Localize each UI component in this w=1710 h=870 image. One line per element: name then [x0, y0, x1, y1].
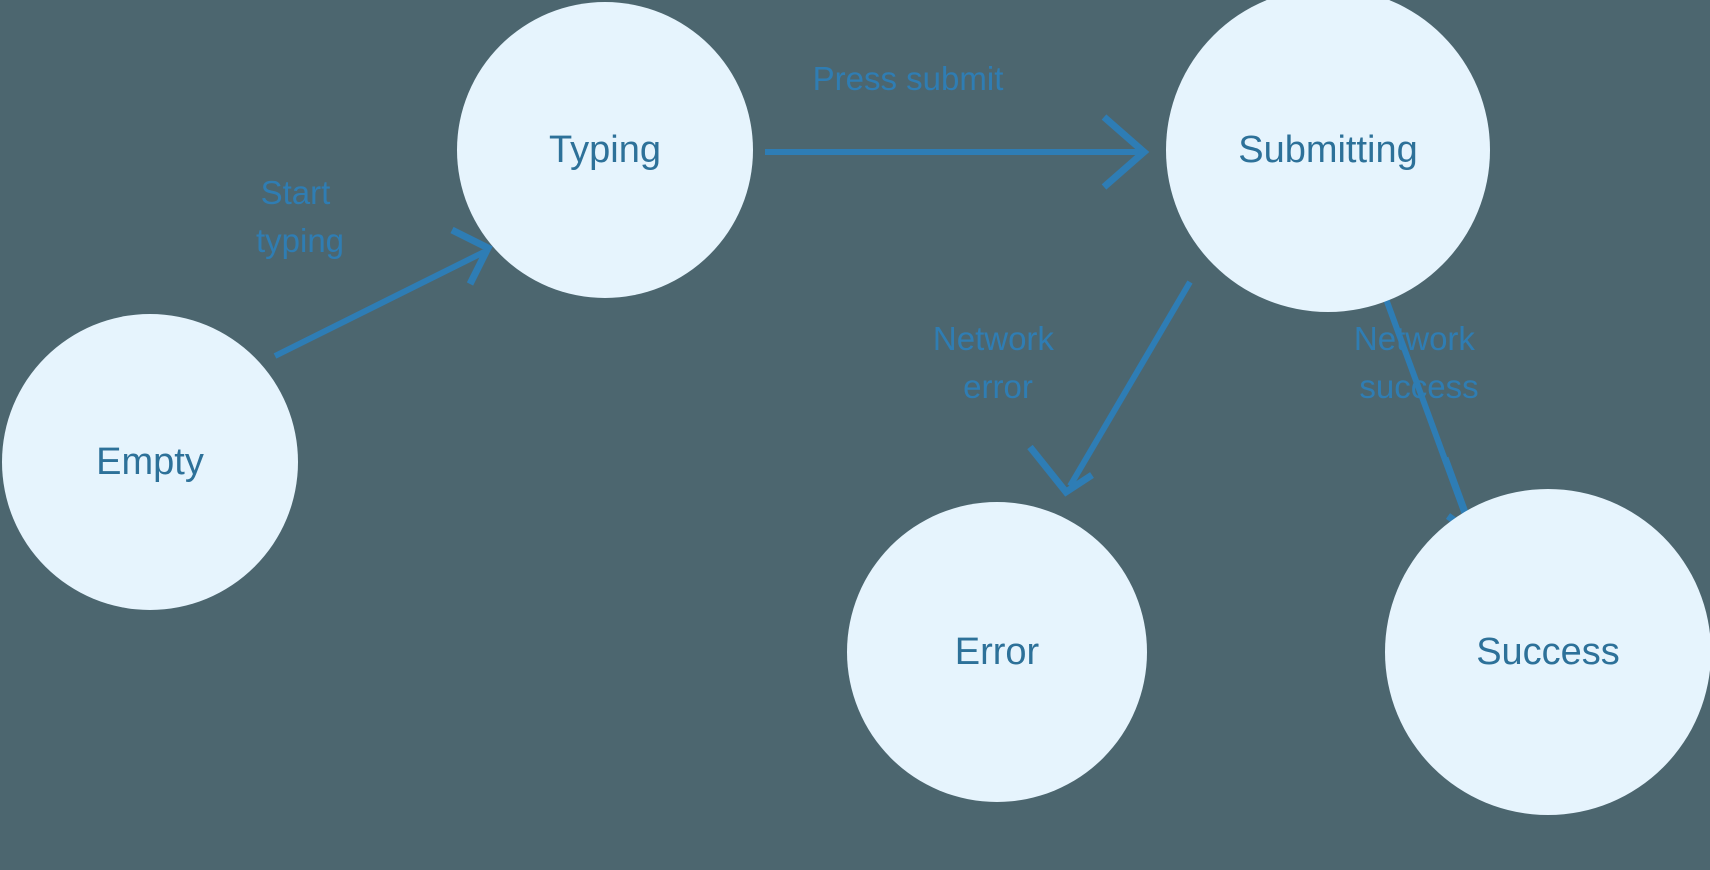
node-circle-empty	[2, 314, 298, 610]
edge-submitting-to-success[interactable]: Network success	[1354, 286, 1484, 544]
node-submitting[interactable]: Submitting	[1166, 0, 1490, 312]
node-typing[interactable]: Typing	[457, 2, 753, 298]
edge-typing-to-submitting[interactable]: Press submit	[765, 60, 1150, 190]
edge-label-typing-to-submitting: Press submit	[813, 60, 1004, 97]
arrowhead-empty-to-typing	[450, 226, 493, 286]
node-circle-error	[847, 502, 1147, 802]
node-error[interactable]: Error	[847, 502, 1147, 802]
edge-submitting-to-error[interactable]: Network error	[933, 280, 1193, 497]
arrowhead-submitting-to-error	[1027, 444, 1094, 497]
node-label-typing: Typing	[549, 129, 661, 171]
node-success[interactable]: Success	[1385, 489, 1710, 815]
edge-label-empty-to-typing: Start typing	[256, 174, 344, 259]
edge-label-submitting-to-success: Network success	[1354, 320, 1484, 405]
edge-label-line: Network	[933, 320, 1055, 357]
node-label-submitting: Submitting	[1238, 129, 1418, 171]
node-label-success: Success	[1476, 631, 1620, 673]
edge-label-line: typing	[256, 222, 344, 259]
edge-label-line: Network	[1354, 320, 1476, 357]
node-circle-submitting	[1166, 0, 1490, 312]
arrowhead-typing-to-submitting	[1101, 114, 1150, 190]
node-circle-typing	[457, 2, 753, 298]
edge-label-line: error	[963, 368, 1033, 405]
edge-label-line: success	[1359, 368, 1478, 405]
edge-empty-to-typing[interactable]: Start typing	[256, 174, 493, 359]
node-circle-success	[1385, 489, 1710, 815]
edge-label-line: Press submit	[813, 60, 1004, 97]
node-empty[interactable]: Empty	[2, 314, 298, 610]
node-label-empty: Empty	[96, 441, 204, 483]
edge-line-empty-to-typing	[273, 249, 486, 359]
node-label-error: Error	[955, 631, 1040, 673]
edge-label-line: Start	[261, 174, 331, 211]
edge-label-submitting-to-error: Network error	[933, 320, 1063, 405]
edge-line-submitting-to-error	[1067, 280, 1193, 488]
